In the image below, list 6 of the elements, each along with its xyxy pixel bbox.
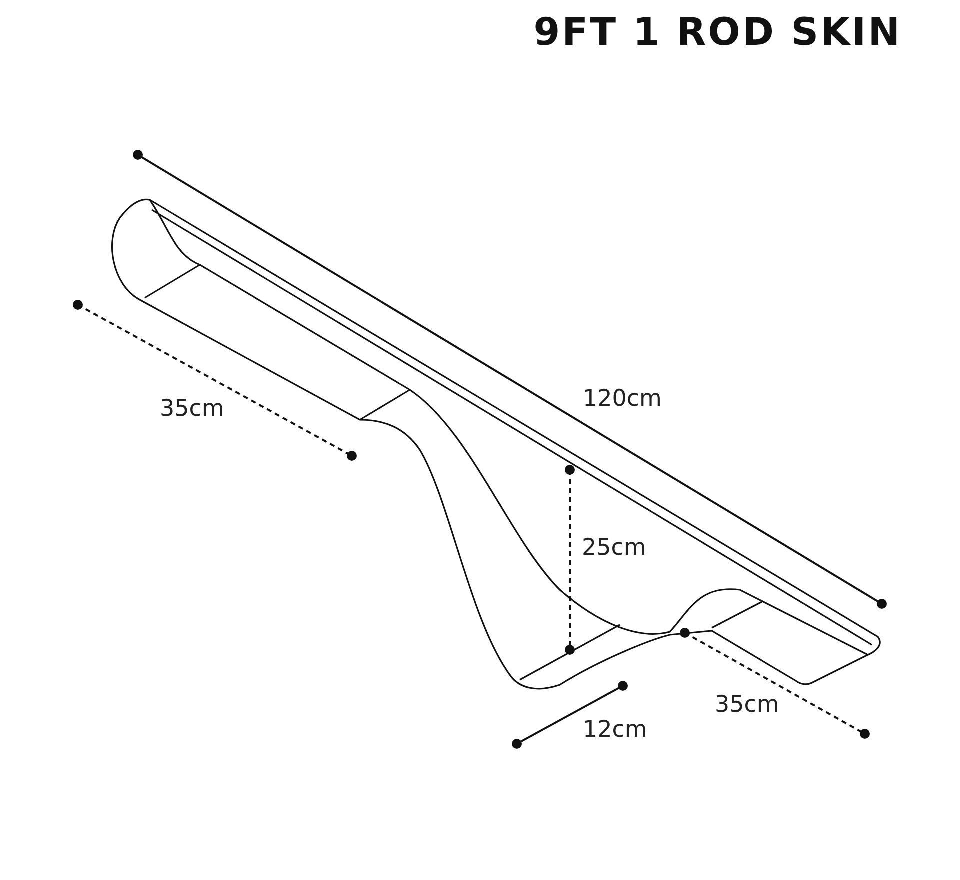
dimension-label: 35cm xyxy=(160,396,224,422)
dimension-label: 35cm xyxy=(715,692,780,718)
dimension-label: 120cm xyxy=(583,386,662,412)
dimension-label: 12cm xyxy=(583,717,648,743)
dimension-label: 25cm xyxy=(582,535,646,561)
title: 9FT 1 ROD SKIN xyxy=(534,10,902,54)
